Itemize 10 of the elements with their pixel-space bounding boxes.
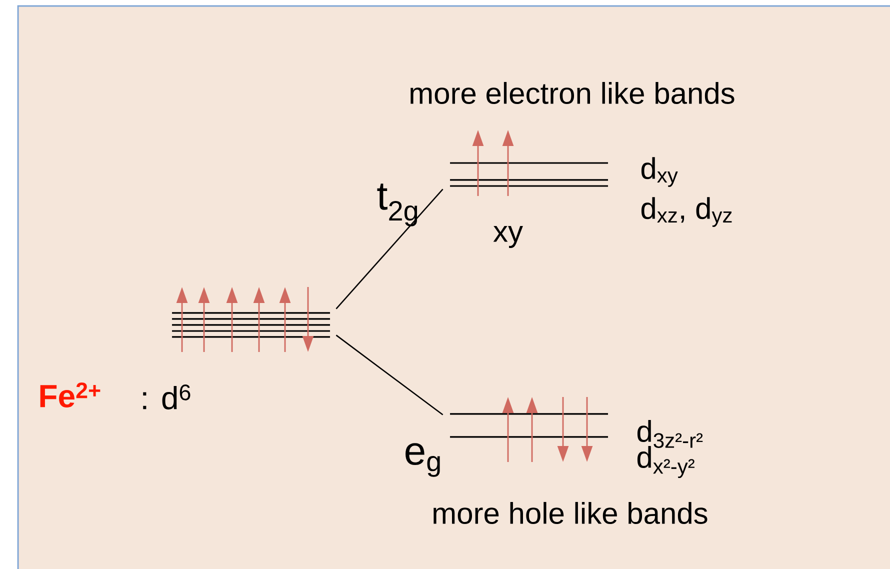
level-label: t$_{2g}$ [377, 184, 418, 226]
connector-line [336, 188, 444, 310]
level-label: xy [493, 226, 523, 248]
level-label: more hole like bands [434, 502, 708, 524]
level-label: d$_{xy}$ [641, 157, 678, 187]
energy-level-drawing [172, 287, 330, 352]
level-label: d$_{xz}$, d$_{yz}$ [641, 197, 732, 227]
energy-level-drawing [450, 396, 608, 462]
connector-line [336, 334, 444, 416]
level-label: : d$^{6}$ [143, 384, 190, 410]
